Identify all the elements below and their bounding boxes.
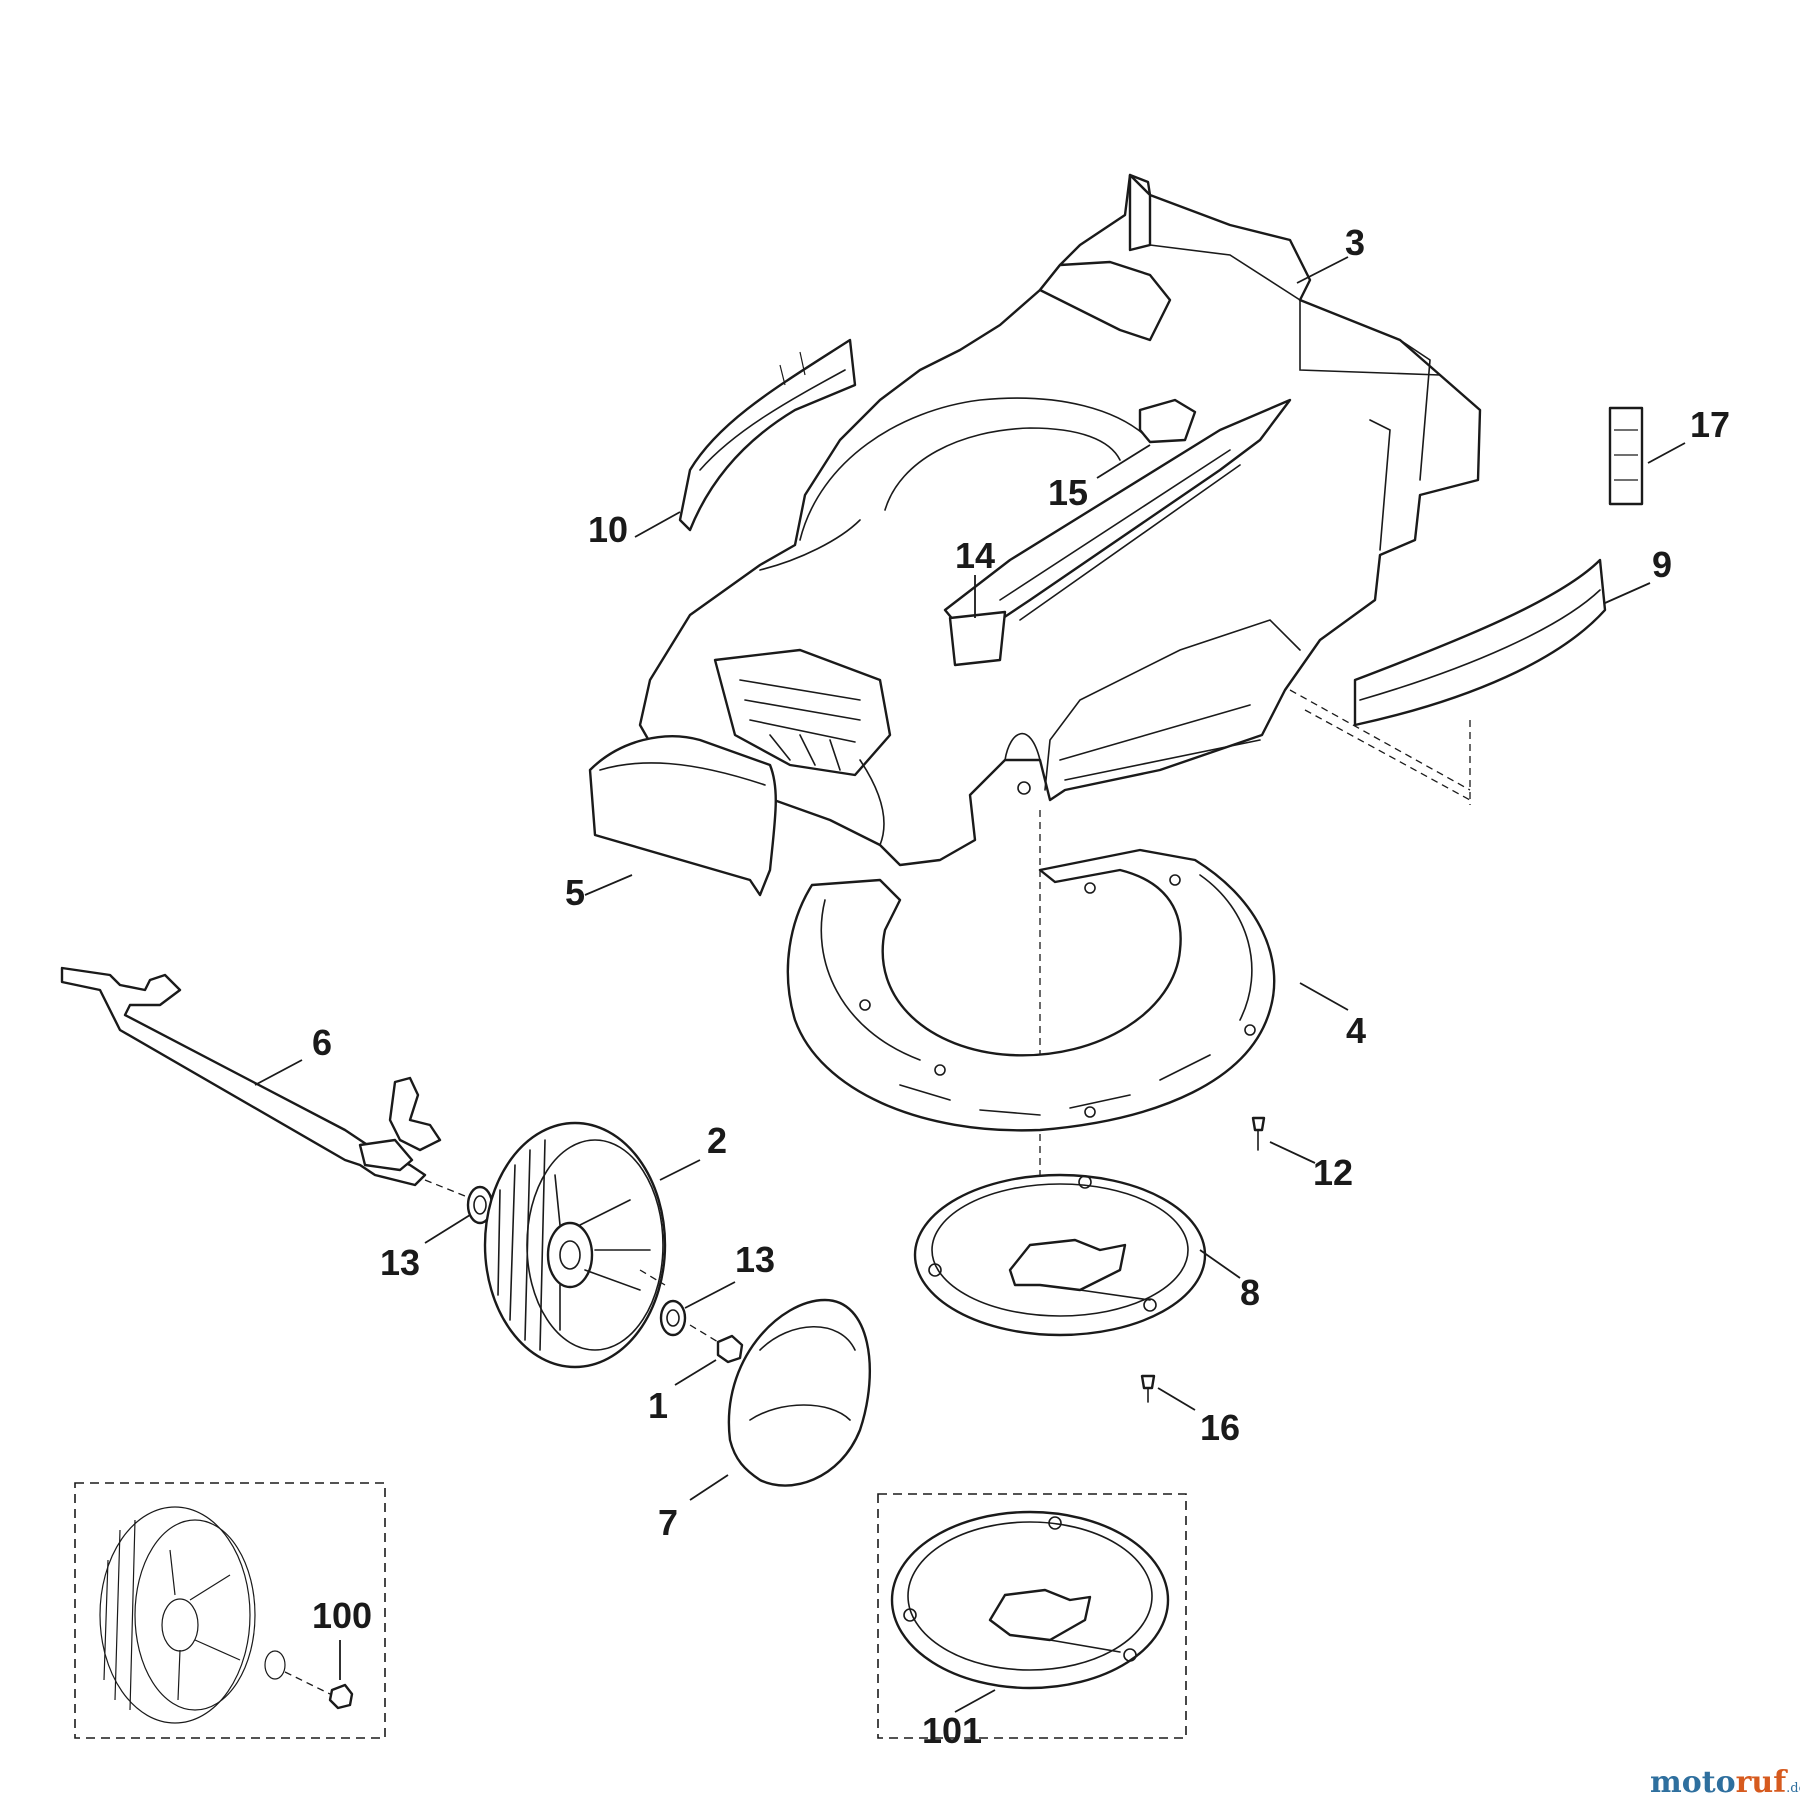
callout-7: 7	[658, 1502, 678, 1543]
option-box-101	[877, 1493, 1187, 1739]
callout-2: 2	[707, 1120, 727, 1161]
callout-5: 5	[565, 872, 585, 913]
part-17-label	[1608, 406, 1644, 506]
part-2-wheel	[483, 1121, 667, 1369]
callout-9: 9	[1652, 544, 1672, 585]
callout-17: 17	[1690, 404, 1730, 445]
part-14-panel	[948, 610, 1007, 667]
leader-lines	[254, 256, 1686, 1713]
callout-16: 16	[1200, 1407, 1240, 1448]
callout-100: 100	[312, 1595, 372, 1636]
watermark-part2: ruf	[1736, 1765, 1789, 1800]
svg-text:motoruf.de: motoruf.de	[1650, 1765, 1800, 1800]
part-3-deck-housing	[638, 173, 1482, 867]
callout-14: 14	[955, 535, 995, 576]
part-6-axle	[60, 966, 442, 1187]
part-4-deflector-ring	[786, 848, 1276, 1132]
part-13-bearing-right	[659, 1299, 719, 1343]
callout-13-left: 13	[380, 1242, 420, 1283]
assembly-axis-9	[1304, 709, 1471, 801]
callout-labels: 3 15 14 10 17 9 5 4 6 12 2 13 13 8 1 16 …	[312, 222, 1730, 1751]
watermark-suffix: .de	[1786, 1781, 1800, 1796]
part-8-cover-plate	[913, 1173, 1207, 1337]
part-10-side-flap	[678, 338, 857, 532]
callout-1: 1	[648, 1385, 668, 1426]
callout-4: 4	[1346, 1010, 1366, 1051]
option-box-100	[74, 1482, 386, 1739]
watermark-logo: motoruf.de	[1650, 1765, 1800, 1800]
part-7-hubcap	[727, 1298, 871, 1487]
part-15-clip	[1138, 398, 1197, 444]
part-9-rear-flap	[1289, 558, 1607, 805]
callout-3: 3	[1345, 222, 1365, 263]
part-5-front-flap	[588, 735, 777, 897]
callout-12: 12	[1313, 1152, 1353, 1193]
callout-101: 101	[922, 1710, 982, 1751]
part-13-bearing-left	[424, 1179, 494, 1225]
watermark-part1: moto	[1650, 1765, 1736, 1800]
part-16-screw	[1140, 1374, 1156, 1403]
callout-8: 8	[1240, 1272, 1260, 1313]
part-1-nut	[716, 1334, 744, 1364]
callout-13-right: 13	[735, 1239, 775, 1280]
part-12-screw	[1251, 1116, 1266, 1151]
callout-15: 15	[1048, 472, 1088, 513]
callout-6: 6	[312, 1022, 332, 1063]
callout-10: 10	[588, 509, 628, 550]
